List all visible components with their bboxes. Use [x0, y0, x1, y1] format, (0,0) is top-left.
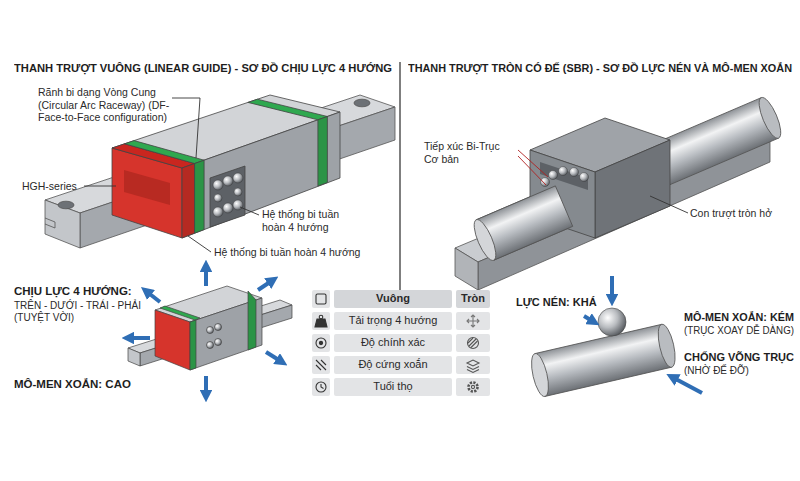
callout-label: Rãnh bi dạng Vòng Cung (Circular Arc Rac… — [38, 86, 172, 124]
table-cell: Tuổi thọ — [334, 380, 452, 393]
force-note: (NHỜ ĐẾ ĐỠ) — [684, 365, 749, 377]
force-label: LỰC NÉN: KHÁ — [516, 296, 597, 309]
force-note: (TRỤC XOAY DỄ DÀNG) — [684, 325, 794, 337]
table-cell: Độ cứng xoắn — [334, 358, 452, 371]
callout-label: Hệ thống bi tuần hoàn 4 hướng — [214, 246, 360, 259]
table-header: Vuông — [334, 292, 452, 305]
table-icons — [315, 294, 479, 392]
table-cell: Tải trọng 4 hướng — [334, 314, 452, 327]
panel-title: THANH TRƯỢT VUÔNG (LINEAR GUIDE) - SƠ ĐỒ… — [14, 62, 392, 76]
force-arrows — [128, 266, 282, 396]
leader-lines — [518, 150, 548, 185]
feature-heading: MÔ-MEN XOẮN: CAO — [14, 378, 131, 392]
force-label: CHỐNG VÕNG TRỤC — [684, 351, 794, 364]
comparison-table — [312, 290, 490, 396]
shaft-load-figure — [528, 323, 678, 398]
divider — [399, 62, 401, 290]
table-header: Tròn — [456, 292, 490, 305]
force-label: MÔ-MEN XOẮN: KÉM — [684, 311, 794, 324]
table-cell: Độ chính xác — [334, 336, 452, 349]
panel-title: THANH TRƯỢT TRÒN CÓ ĐẾ (SBR) - SƠ ĐỒ LỰC… — [408, 62, 792, 76]
callout-label: Tiếp xúc Bi-Trục Cơ bản — [424, 140, 516, 165]
callout-label: HGH-series — [22, 180, 77, 193]
callout-label: Hệ thống bi tuần hoàn 4 hướng — [262, 208, 362, 233]
feature-note: TRÊN - DƯỚI - TRÁI - PHẢI (TUYỆT VỜI) — [14, 300, 156, 324]
small-linear-guide — [128, 286, 292, 370]
round-shaft-front — [470, 186, 573, 263]
feature-heading: CHỊU LỰC 4 HƯỚNG: — [14, 285, 132, 299]
bearing-ball — [598, 308, 626, 336]
ball-bearings — [213, 173, 243, 217]
round-shaft — [476, 95, 785, 260]
leader-line — [650, 196, 688, 213]
callout-label: Con trượt tròn hở — [690, 207, 772, 220]
